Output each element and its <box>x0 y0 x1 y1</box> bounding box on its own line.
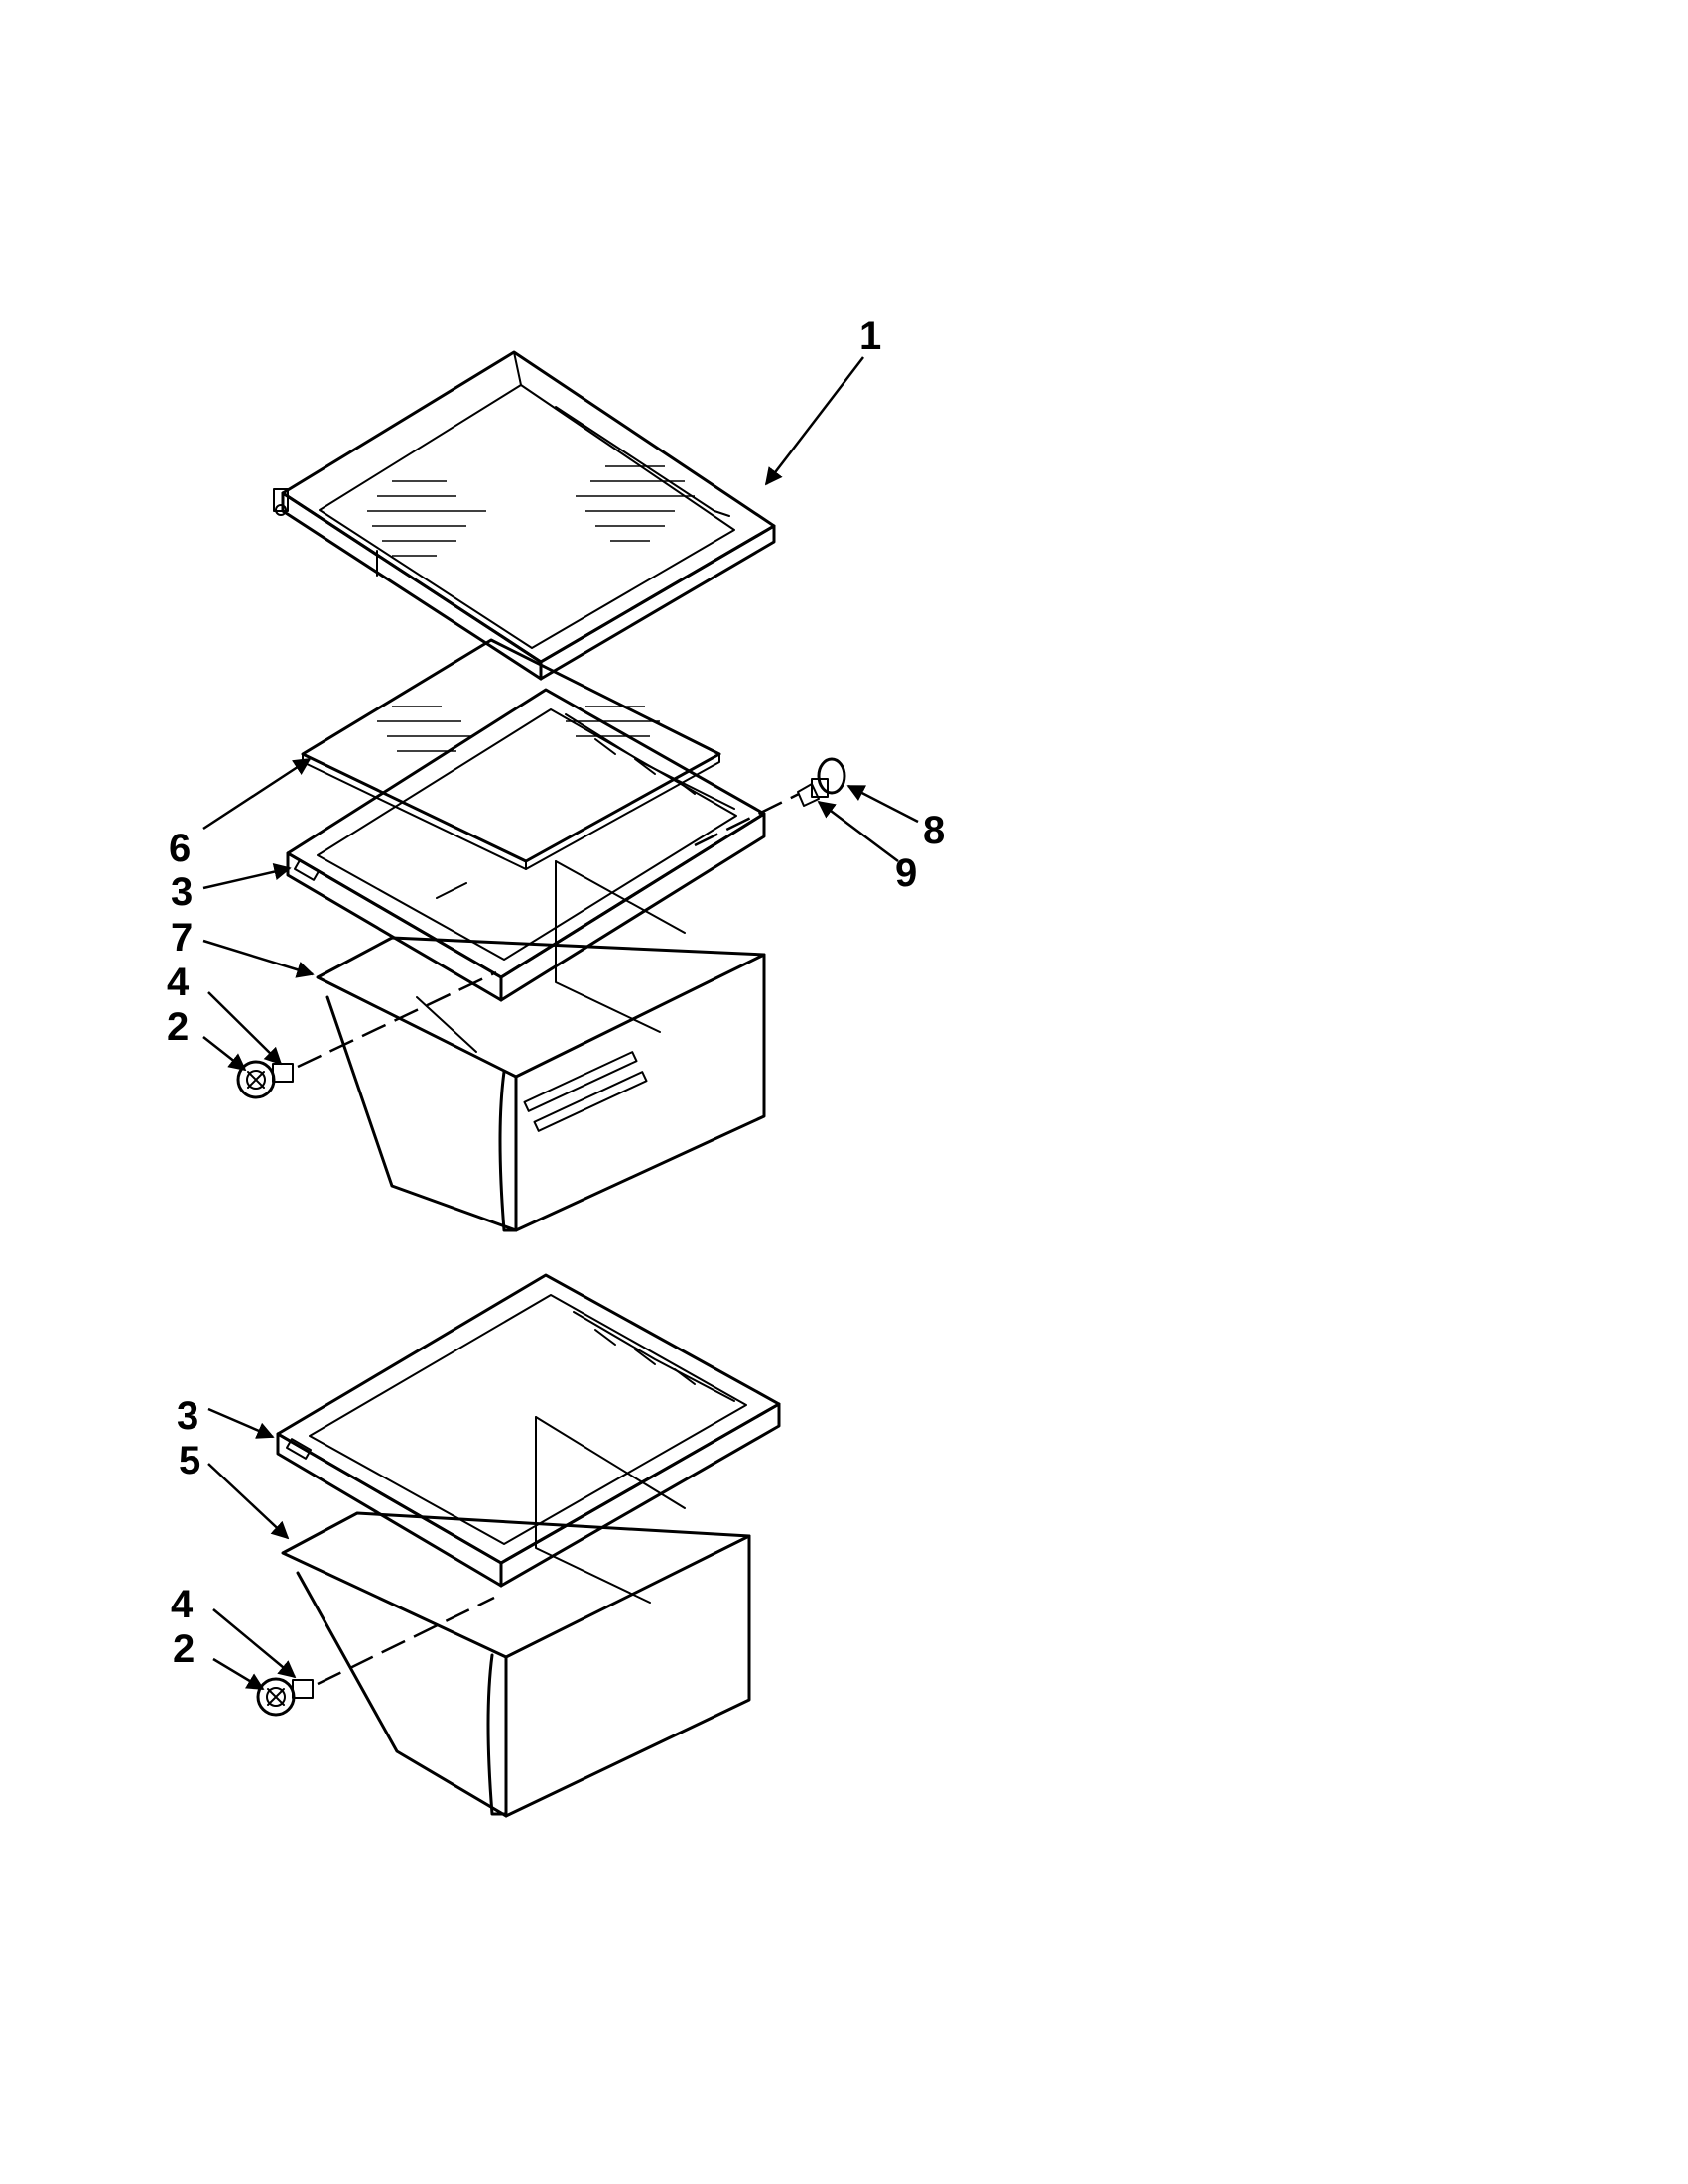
shelf-frame-part <box>273 350 776 681</box>
callout-2: 2 <box>167 1005 189 1049</box>
callout-8: 8 <box>923 809 945 852</box>
roller-assembly-lower <box>256 1596 495 1717</box>
crisper-cover-frame-part <box>286 688 766 1002</box>
glass-hatch-marks <box>367 465 695 557</box>
callout-4: 4 <box>167 961 190 1004</box>
leader-lines <box>202 356 919 1691</box>
lower-crisper-drawer-part <box>281 1416 751 1818</box>
callout-5: 5 <box>179 1439 200 1482</box>
callout-7: 7 <box>171 916 193 960</box>
callout-1: 1 <box>859 315 881 358</box>
callout-3: 3 <box>171 870 193 914</box>
roller-assembly-upper <box>236 970 497 1099</box>
upper-crisper-drawer-part <box>316 860 766 1232</box>
callout-6: 6 <box>169 827 191 870</box>
glass-panel-part <box>301 638 721 870</box>
crisper-cover-frame-lower-part <box>276 1273 781 1588</box>
glass-hatch-marks <box>377 706 660 752</box>
callout-2-lower: 2 <box>173 1627 195 1671</box>
callout-labels: 1 6 3 7 4 2 8 9 3 5 4 2 <box>167 315 945 1671</box>
callout-4-lower: 4 <box>171 1583 194 1626</box>
roller-screw-assembly <box>694 757 846 847</box>
callout-9: 9 <box>895 851 917 895</box>
callout-3-lower: 3 <box>177 1394 198 1438</box>
